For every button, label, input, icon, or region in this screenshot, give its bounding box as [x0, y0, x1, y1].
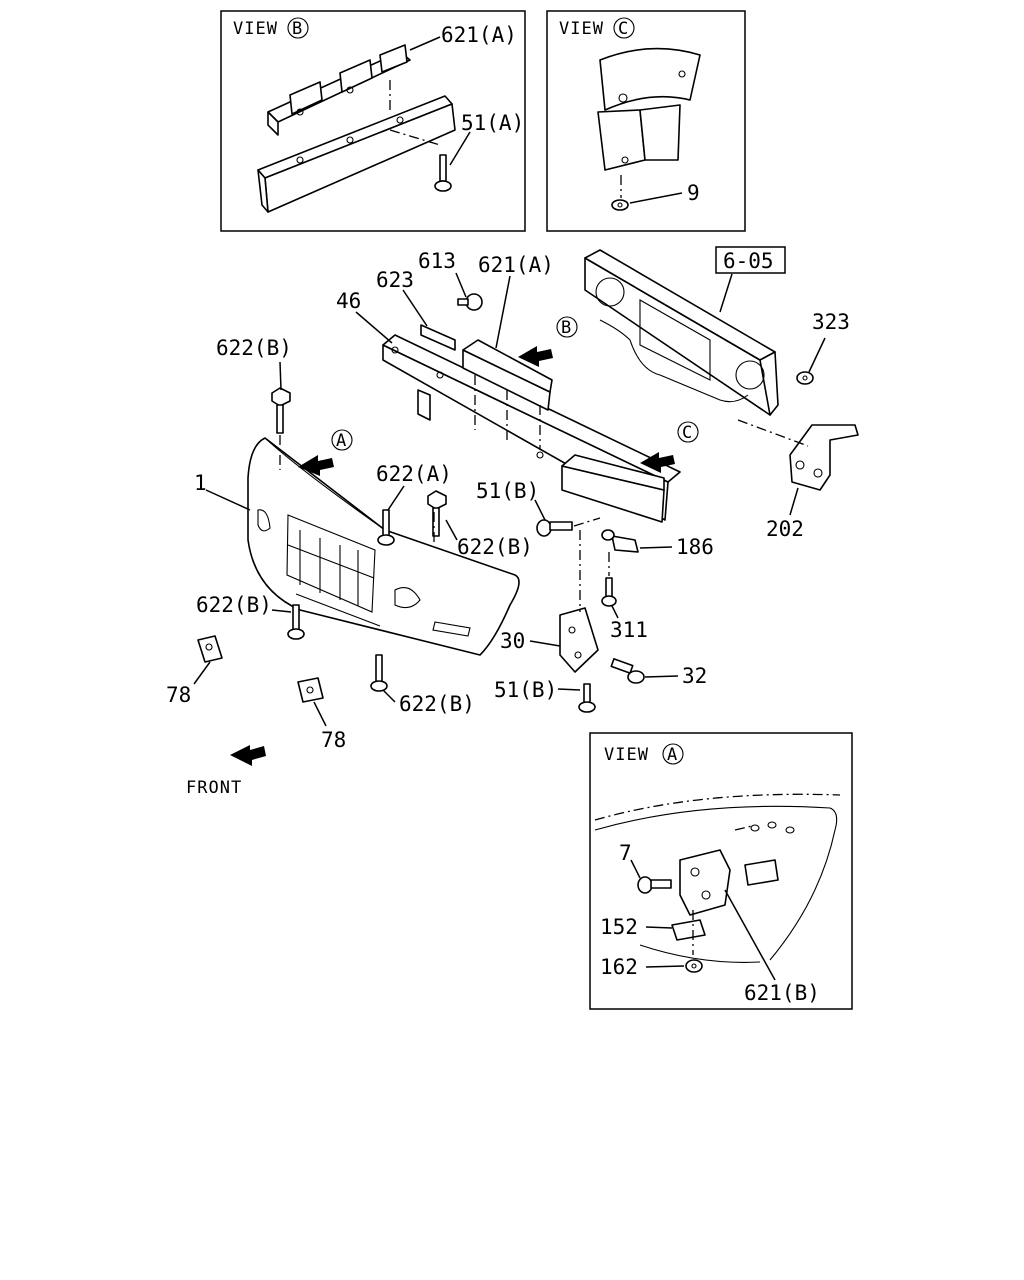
marker-a: A — [336, 431, 347, 451]
front-label: FRONT — [186, 778, 242, 798]
callout-622a: 622(A) — [376, 462, 452, 486]
callout-613: 613 — [418, 249, 456, 273]
view-a-nut-162 — [685, 959, 703, 973]
callout-78-low: 78 — [321, 728, 346, 752]
view-b-letter: B — [292, 19, 303, 39]
view-c-nut-9 — [611, 199, 629, 211]
view-c-frame — [597, 47, 701, 171]
front-indicator: FRONT — [186, 745, 266, 798]
marker-b: B — [561, 318, 572, 338]
callout-162-view-a: 162 — [600, 955, 638, 979]
view-c-caption: VIEW — [559, 19, 604, 39]
callout-622b-mid: 622(B) — [457, 535, 533, 559]
section-ref-box — [715, 246, 786, 274]
view-a-letter: A — [667, 745, 678, 765]
view-a-bracket-621b — [679, 849, 731, 916]
bolt-51b-mid — [536, 519, 573, 537]
bolt-622b-top — [271, 387, 291, 434]
bolt-622a — [377, 509, 395, 546]
bolt-51b-low — [578, 683, 596, 713]
end-bracket-c — [561, 454, 665, 523]
arrow-view-b: B — [518, 316, 578, 367]
view-b-bolt-51a — [434, 154, 452, 192]
callout-622b-left: 622(B) — [196, 593, 272, 617]
nut-323 — [796, 371, 814, 385]
section-ref-6-05: 6-05 — [723, 249, 774, 273]
callout-51b-low: 51(B) — [494, 678, 557, 702]
clip-78-left — [197, 635, 223, 663]
callout-622b-low: 622(B) — [399, 692, 475, 716]
bolt-622b-mid — [427, 490, 447, 537]
clip-613 — [457, 293, 483, 311]
view-a-clips — [744, 821, 795, 886]
callout-202: 202 — [766, 517, 804, 541]
callout-7-view-a: 7 — [619, 841, 632, 865]
view-a-bumper-outline — [594, 793, 841, 963]
radiator-support-panel — [584, 249, 779, 416]
callout-621a-main: 621(A) — [478, 253, 554, 277]
callout-621b-view-a: 621(B) — [744, 981, 820, 1005]
callout-323: 323 — [812, 310, 850, 334]
callout-30: 30 — [500, 629, 525, 653]
front-bumper-1 — [247, 437, 520, 656]
bolt-622b-low — [370, 654, 388, 692]
view-a-caption: VIEW — [604, 745, 649, 765]
callout-78-left: 78 — [166, 683, 191, 707]
callout-9-view-c: 9 — [687, 181, 700, 205]
bumper-stay-30 — [559, 607, 599, 673]
callout-621a-view-b: 621(A) — [441, 23, 517, 47]
view-c-letter: C — [618, 19, 629, 39]
callout-622b-top: 622(B) — [216, 336, 292, 360]
callout-623: 623 — [376, 268, 414, 292]
view-b-inset: VIEW B 621(A) — [220, 10, 526, 232]
bracket-202 — [789, 424, 859, 491]
arrow-view-a: A — [298, 429, 353, 476]
bracket-186 — [601, 529, 639, 553]
view-b-bracket-621a — [267, 44, 411, 136]
callout-1: 1 — [194, 471, 207, 495]
arrow-view-c: C — [640, 421, 699, 473]
callout-186: 186 — [676, 535, 714, 559]
marker-c: C — [682, 423, 693, 443]
clip-78-low — [297, 677, 324, 703]
view-b-rail — [257, 95, 456, 213]
callout-32: 32 — [682, 664, 707, 688]
callout-46: 46 — [336, 289, 361, 313]
bolt-622b-left — [287, 604, 305, 640]
callout-51a-view-b: 51(A) — [461, 111, 524, 135]
callout-51b-mid: 51(B) — [476, 479, 539, 503]
view-c-inset: VIEW C 9 — [546, 10, 746, 232]
view-b-caption: VIEW — [233, 19, 278, 39]
bolt-311 — [601, 577, 617, 607]
callout-152-view-a: 152 — [600, 915, 638, 939]
view-a-inset: VIEW A — [589, 732, 853, 1010]
bolt-32 — [610, 658, 645, 684]
callout-311: 311 — [610, 618, 648, 642]
bracket-623 — [420, 324, 456, 351]
upper-bracket-621a — [462, 339, 553, 450]
view-a-plate-152 — [671, 919, 706, 941]
view-a-bolt-7 — [637, 876, 672, 894]
